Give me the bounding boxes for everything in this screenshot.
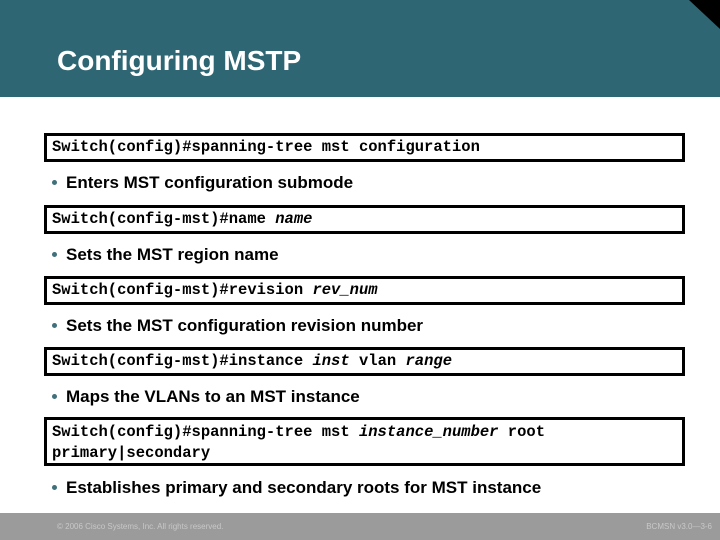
bullet-item: Sets the MST configuration revision numb…: [52, 315, 682, 337]
command-argument: rev_num: [312, 281, 378, 299]
command-box: Switch(config)#spanning-tree mst instanc…: [44, 417, 685, 466]
command-text: Switch(config)#spanning-tree mst: [52, 423, 359, 441]
bullet-icon: [52, 252, 57, 257]
bullet-text: Sets the MST region name: [66, 245, 279, 264]
bullet-text: Maps the VLANs to an MST instance: [66, 387, 360, 406]
bullet-text: Establishes primary and secondary roots …: [66, 478, 542, 497]
slide-number: BCMSN v3.0—3-6: [646, 521, 712, 531]
bullet-item: Establishes primary and secondary roots …: [52, 477, 682, 499]
command-text: Switch(config)#spanning-tree mst configu…: [52, 138, 480, 156]
bullet-text: Enters MST configuration submode: [66, 173, 354, 192]
command-text: Switch(config-mst)#instance: [52, 352, 313, 370]
command-text: Switch(config-mst)#name: [52, 210, 276, 228]
command-box: Switch(config-mst)#name name: [44, 205, 685, 234]
bullet-icon: [52, 394, 57, 399]
command-argument: range: [405, 352, 452, 370]
command-argument: name: [275, 210, 313, 228]
command-text: root primary|secondary: [52, 423, 545, 462]
command-box: Switch(config)#spanning-tree mst configu…: [44, 133, 685, 162]
command-argument: inst: [312, 352, 350, 370]
bullet-icon: [52, 180, 57, 185]
bullet-item: Maps the VLANs to an MST instance: [52, 386, 682, 408]
bullet-item: Sets the MST region name: [52, 244, 682, 266]
bullet-text: Sets the MST configuration revision numb…: [66, 316, 424, 335]
bullet-icon: [52, 485, 57, 490]
command-box: Switch(config-mst)#revision rev_num: [44, 276, 685, 305]
command-box: Switch(config-mst)#instance inst vlan ra…: [44, 347, 685, 376]
bullet-icon: [52, 323, 57, 328]
copyright-text: © 2006 Cisco Systems, Inc. All rights re…: [57, 521, 224, 531]
bullet-item: Enters MST configuration submode: [52, 172, 682, 194]
slide-footer: © 2006 Cisco Systems, Inc. All rights re…: [0, 513, 720, 540]
slide-header-band: Configuring MSTP: [0, 0, 720, 97]
slide-title: Configuring MSTP: [57, 45, 302, 76]
command-text: vlan: [349, 352, 406, 370]
command-argument: instance_number: [358, 423, 499, 441]
command-text: Switch(config-mst)#revision: [52, 281, 313, 299]
